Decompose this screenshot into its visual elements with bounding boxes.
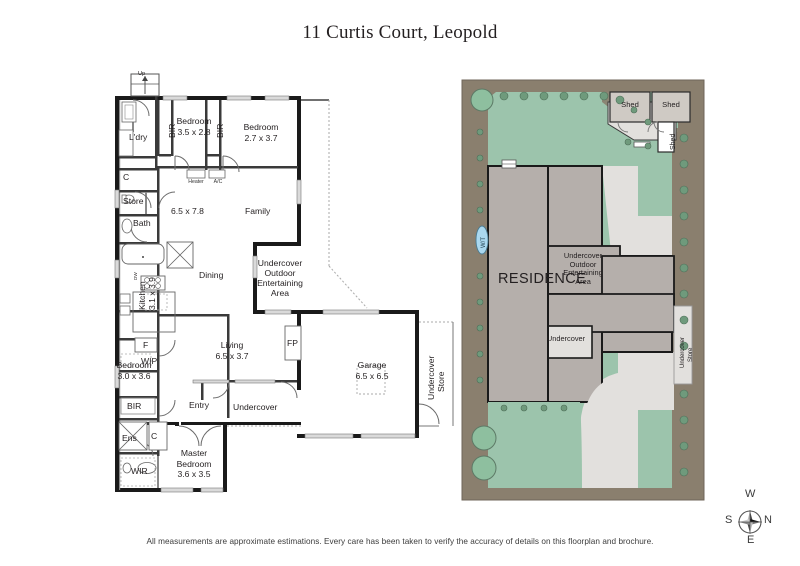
room-label-laundry: L'dry — [129, 132, 148, 142]
site-outdoor-line-2: Outdoor — [569, 259, 597, 269]
site-label-undercover: Undercover — [546, 334, 586, 343]
compass-label-west: W — [745, 488, 756, 500]
room-label-entry: Entry — [189, 400, 210, 410]
site-undercover-store-line-2: Store — [688, 347, 694, 362]
garage-dims: 6.5 x 6.5 — [355, 370, 389, 381]
room-label-dining: Dining — [199, 270, 224, 280]
room-label-living: Living 6.5 x 3.7 — [209, 340, 255, 361]
master-line-1: Master — [180, 448, 208, 458]
room-label-kitchen: Kitchen — [137, 281, 147, 310]
garage-name: Garage — [357, 360, 387, 370]
outdoor-line-1: Undercover — [257, 258, 303, 268]
site-outdoor-line-1: Undercover — [563, 251, 603, 260]
outdoor-line-4: Area — [270, 288, 290, 298]
site-outdoor-line-4: Area — [575, 276, 591, 286]
living-dims: 6.5 x 3.7 — [215, 350, 249, 361]
ground-floor-plan: Up L'dry C Store BIR Bedroom 3.5 x 2.8 B… — [105, 70, 455, 502]
bedroom-3-name: Bedroom — [243, 122, 279, 132]
outdoor-line-2: Outdoor — [264, 268, 296, 278]
room-label-bir-2: BIR — [215, 123, 225, 138]
bedroom-2-name: Bedroom — [176, 116, 212, 126]
stairs-up-label: Up — [138, 71, 146, 77]
site-plan-drawing — [461, 79, 705, 501]
bedroom-2-dims: 3.5 x 2.8 — [177, 126, 211, 137]
site-label-shed-1: Shed — [621, 100, 639, 109]
site-label-outdoor-entertaining: Undercover Outdoor Entertaining Area — [554, 251, 612, 286]
room-label-store: Store — [123, 196, 144, 206]
site-label-water-tank: W/T — [481, 237, 487, 248]
room-label-bedroom-3: Bedroom 2.7 x 3.7 — [233, 122, 289, 143]
master-dims: 3.6 x 3.5 — [177, 469, 211, 479]
ac-label: A/C — [213, 179, 223, 185]
heater-label: Heater — [188, 179, 204, 185]
fireplace-label: FP — [287, 338, 298, 348]
bedroom-3-dims: 2.7 x 3.7 — [244, 132, 278, 143]
page-title: 11 Curtis Court, Leopold — [302, 22, 498, 43]
room-label-bath: Bath — [133, 218, 151, 228]
master-line-2: Bedroom — [176, 458, 212, 469]
compass-rose: W N E S — [722, 488, 778, 548]
dishwasher-label: DW — [133, 272, 138, 280]
bedroom-4-dims: 3.0 x 3.6 — [117, 370, 151, 381]
compass-label-south: S — [725, 514, 733, 526]
kitchen-dims: 3.1 x 3.9 — [147, 277, 157, 310]
family-dims: 6.5 x 7.8 — [171, 206, 204, 216]
site-label-shed-3: Shed — [670, 133, 677, 150]
room-label-cupboard-1: C — [123, 172, 130, 182]
room-label-ensuite: Ens — [122, 433, 137, 443]
compass-graphic — [738, 510, 762, 534]
room-label-cupboard-2: C — [151, 431, 158, 441]
room-label-undercover: Undercover — [233, 402, 278, 412]
room-label-wir: WIR — [131, 466, 148, 476]
compass-label-east: E — [747, 534, 755, 546]
room-label-bedroom-4: Bedroom 3.0 x 3.6 — [111, 360, 157, 381]
bedroom-4-name: Bedroom — [116, 360, 152, 370]
compass-label-north: N — [764, 514, 772, 526]
site-label-shed-2: Shed — [662, 100, 680, 109]
undercover-store-line-1: Undercover — [426, 355, 436, 400]
room-label-bir-3: BIR — [127, 401, 142, 411]
disclaimer-text: All measurements are approximate estimat… — [146, 537, 654, 546]
room-label-garage: Garage 6.5 x 6.5 — [337, 360, 407, 381]
floorplan-drawing — [105, 70, 455, 502]
room-label-master-bedroom: Master Bedroom 3.6 x 3.5 — [165, 448, 223, 480]
site-outdoor-line-3: Entertaining — [563, 268, 603, 278]
living-name: Living — [220, 340, 244, 350]
room-label-wip: WIP — [141, 356, 158, 366]
fridge-label: F — [143, 340, 149, 350]
site-plan: RESIDENCE Shed Shed Shed W/T Undercover … — [461, 79, 705, 501]
room-label-outdoor-entertaining: Undercover Outdoor Entertaining Area — [257, 258, 303, 298]
undercover-store-line-2: Store — [436, 371, 446, 392]
outdoor-line-3: Entertaining — [257, 278, 303, 288]
room-label-bedroom-2: Bedroom 3.5 x 2.8 — [169, 116, 219, 137]
room-label-family: Family — [245, 206, 271, 216]
site-label-residence: RESIDENCE — [498, 271, 587, 287]
